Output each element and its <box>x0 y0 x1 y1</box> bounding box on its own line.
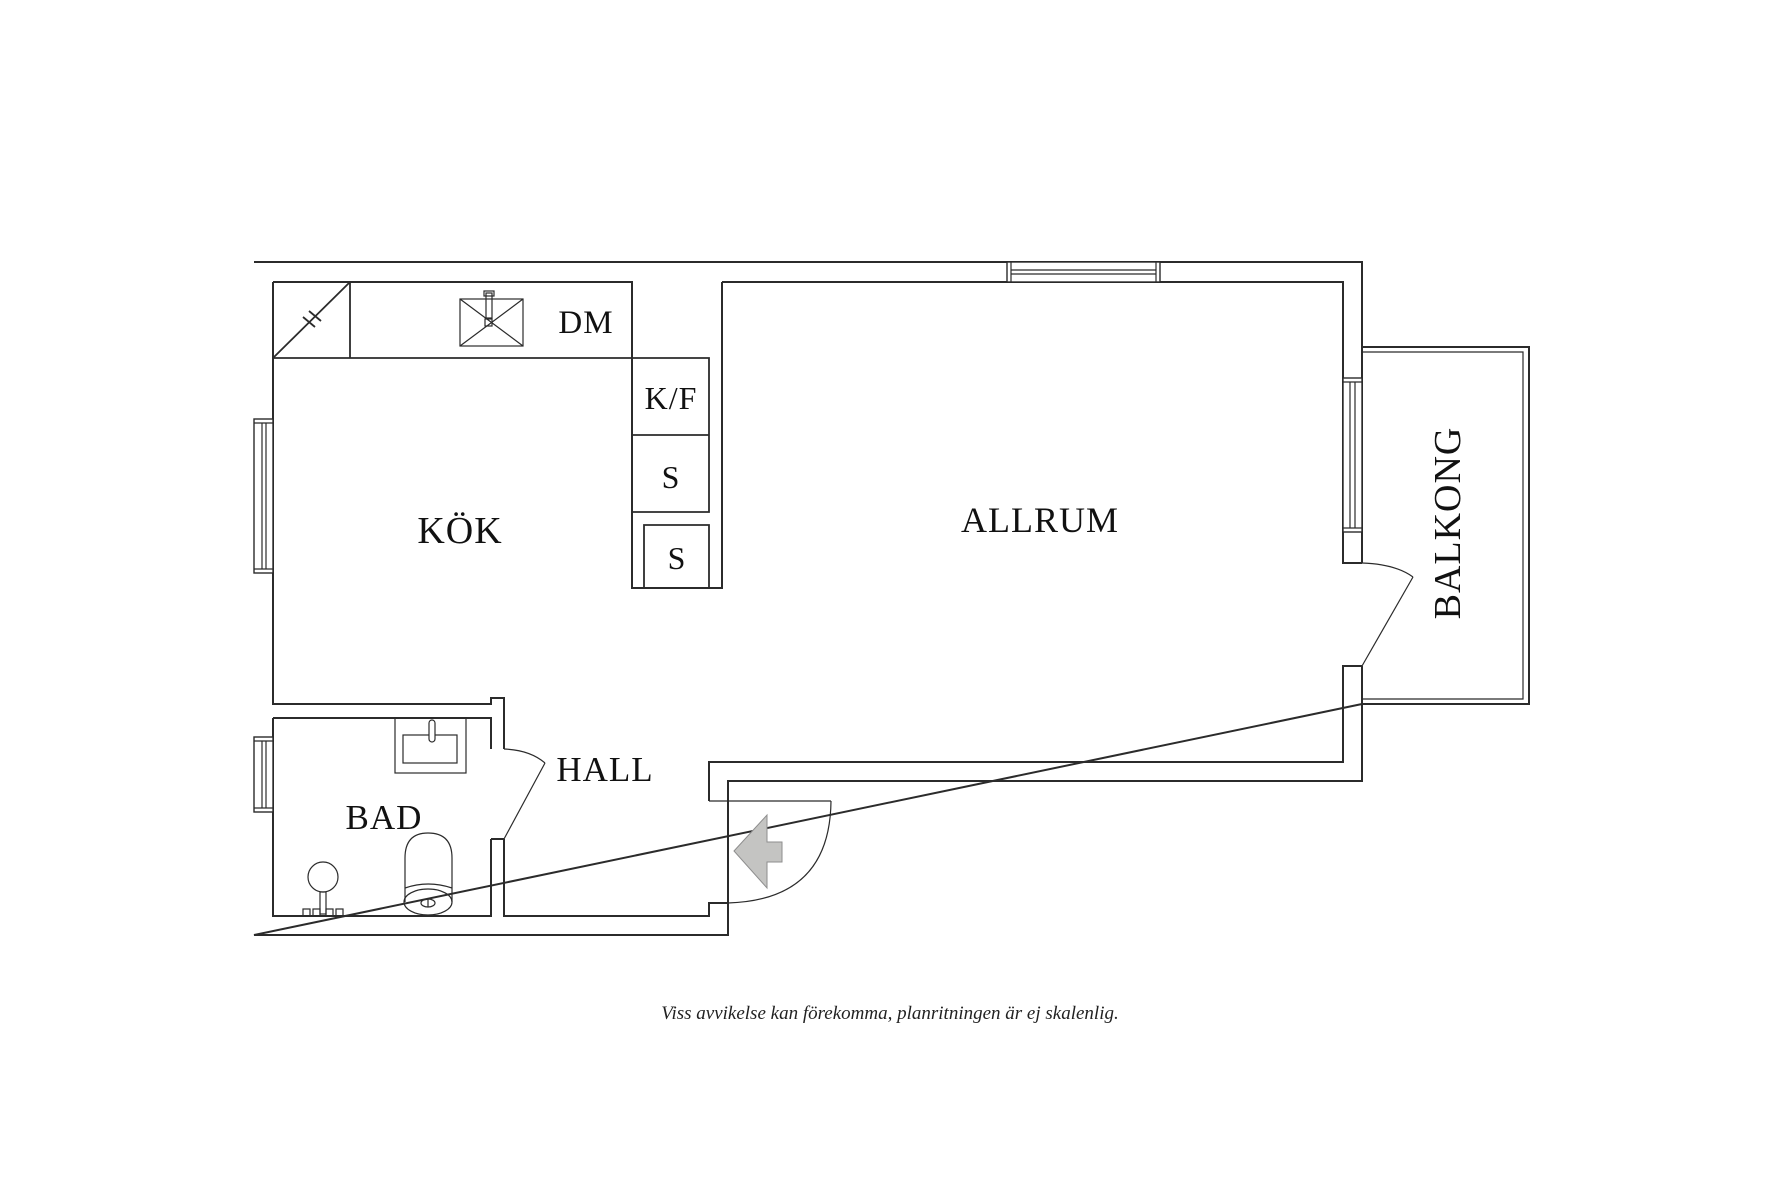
appliance-column <box>632 357 710 588</box>
bathroom-door-icon <box>503 748 546 840</box>
room-label-allrum: ALLRUM <box>961 500 1119 540</box>
balcony-outline <box>1362 346 1530 705</box>
kitchen-counter <box>273 282 632 359</box>
kitchen-inner-wall <box>273 281 723 589</box>
room-label-bad: BAD <box>346 798 423 837</box>
room-labels: KÖK ALLRUM HALL BAD BALKONG DM K/F S S <box>346 305 1469 837</box>
room-label-hall: HALL <box>556 750 653 789</box>
disclaimer-note: Viss avvikelse kan förekomma, planritnin… <box>661 1003 1119 1024</box>
window-kitchen <box>253 418 274 574</box>
kitchen-left-inner-wall <box>272 282 505 749</box>
corner-cabinet-diagonal <box>272 281 351 359</box>
fixture-label-s1: S <box>662 459 681 495</box>
toilet-icon <box>403 832 453 916</box>
fixture-label-s2: S <box>668 540 687 576</box>
allrum-inner-wall <box>708 281 1362 801</box>
entry-door-icon <box>709 800 832 904</box>
bathroom-sink-icon <box>394 717 467 774</box>
kitchen-sink-icon <box>459 290 524 347</box>
fixture-label-dm: DM <box>558 305 613 341</box>
hall-inner-wall <box>503 839 728 917</box>
window-top <box>1006 261 1161 283</box>
window-bathroom <box>253 736 274 813</box>
room-label-kok: KÖK <box>417 510 502 552</box>
balcony-door-icon <box>1361 562 1414 667</box>
window-allrum-right <box>1342 377 1363 533</box>
bathroom-inner-wall <box>272 717 492 917</box>
room-label-balkong: BALKONG <box>1427 427 1469 620</box>
shower-icon <box>302 861 344 917</box>
fixture-label-kf: K/F <box>645 380 698 416</box>
entry-arrow-icon <box>733 813 783 890</box>
